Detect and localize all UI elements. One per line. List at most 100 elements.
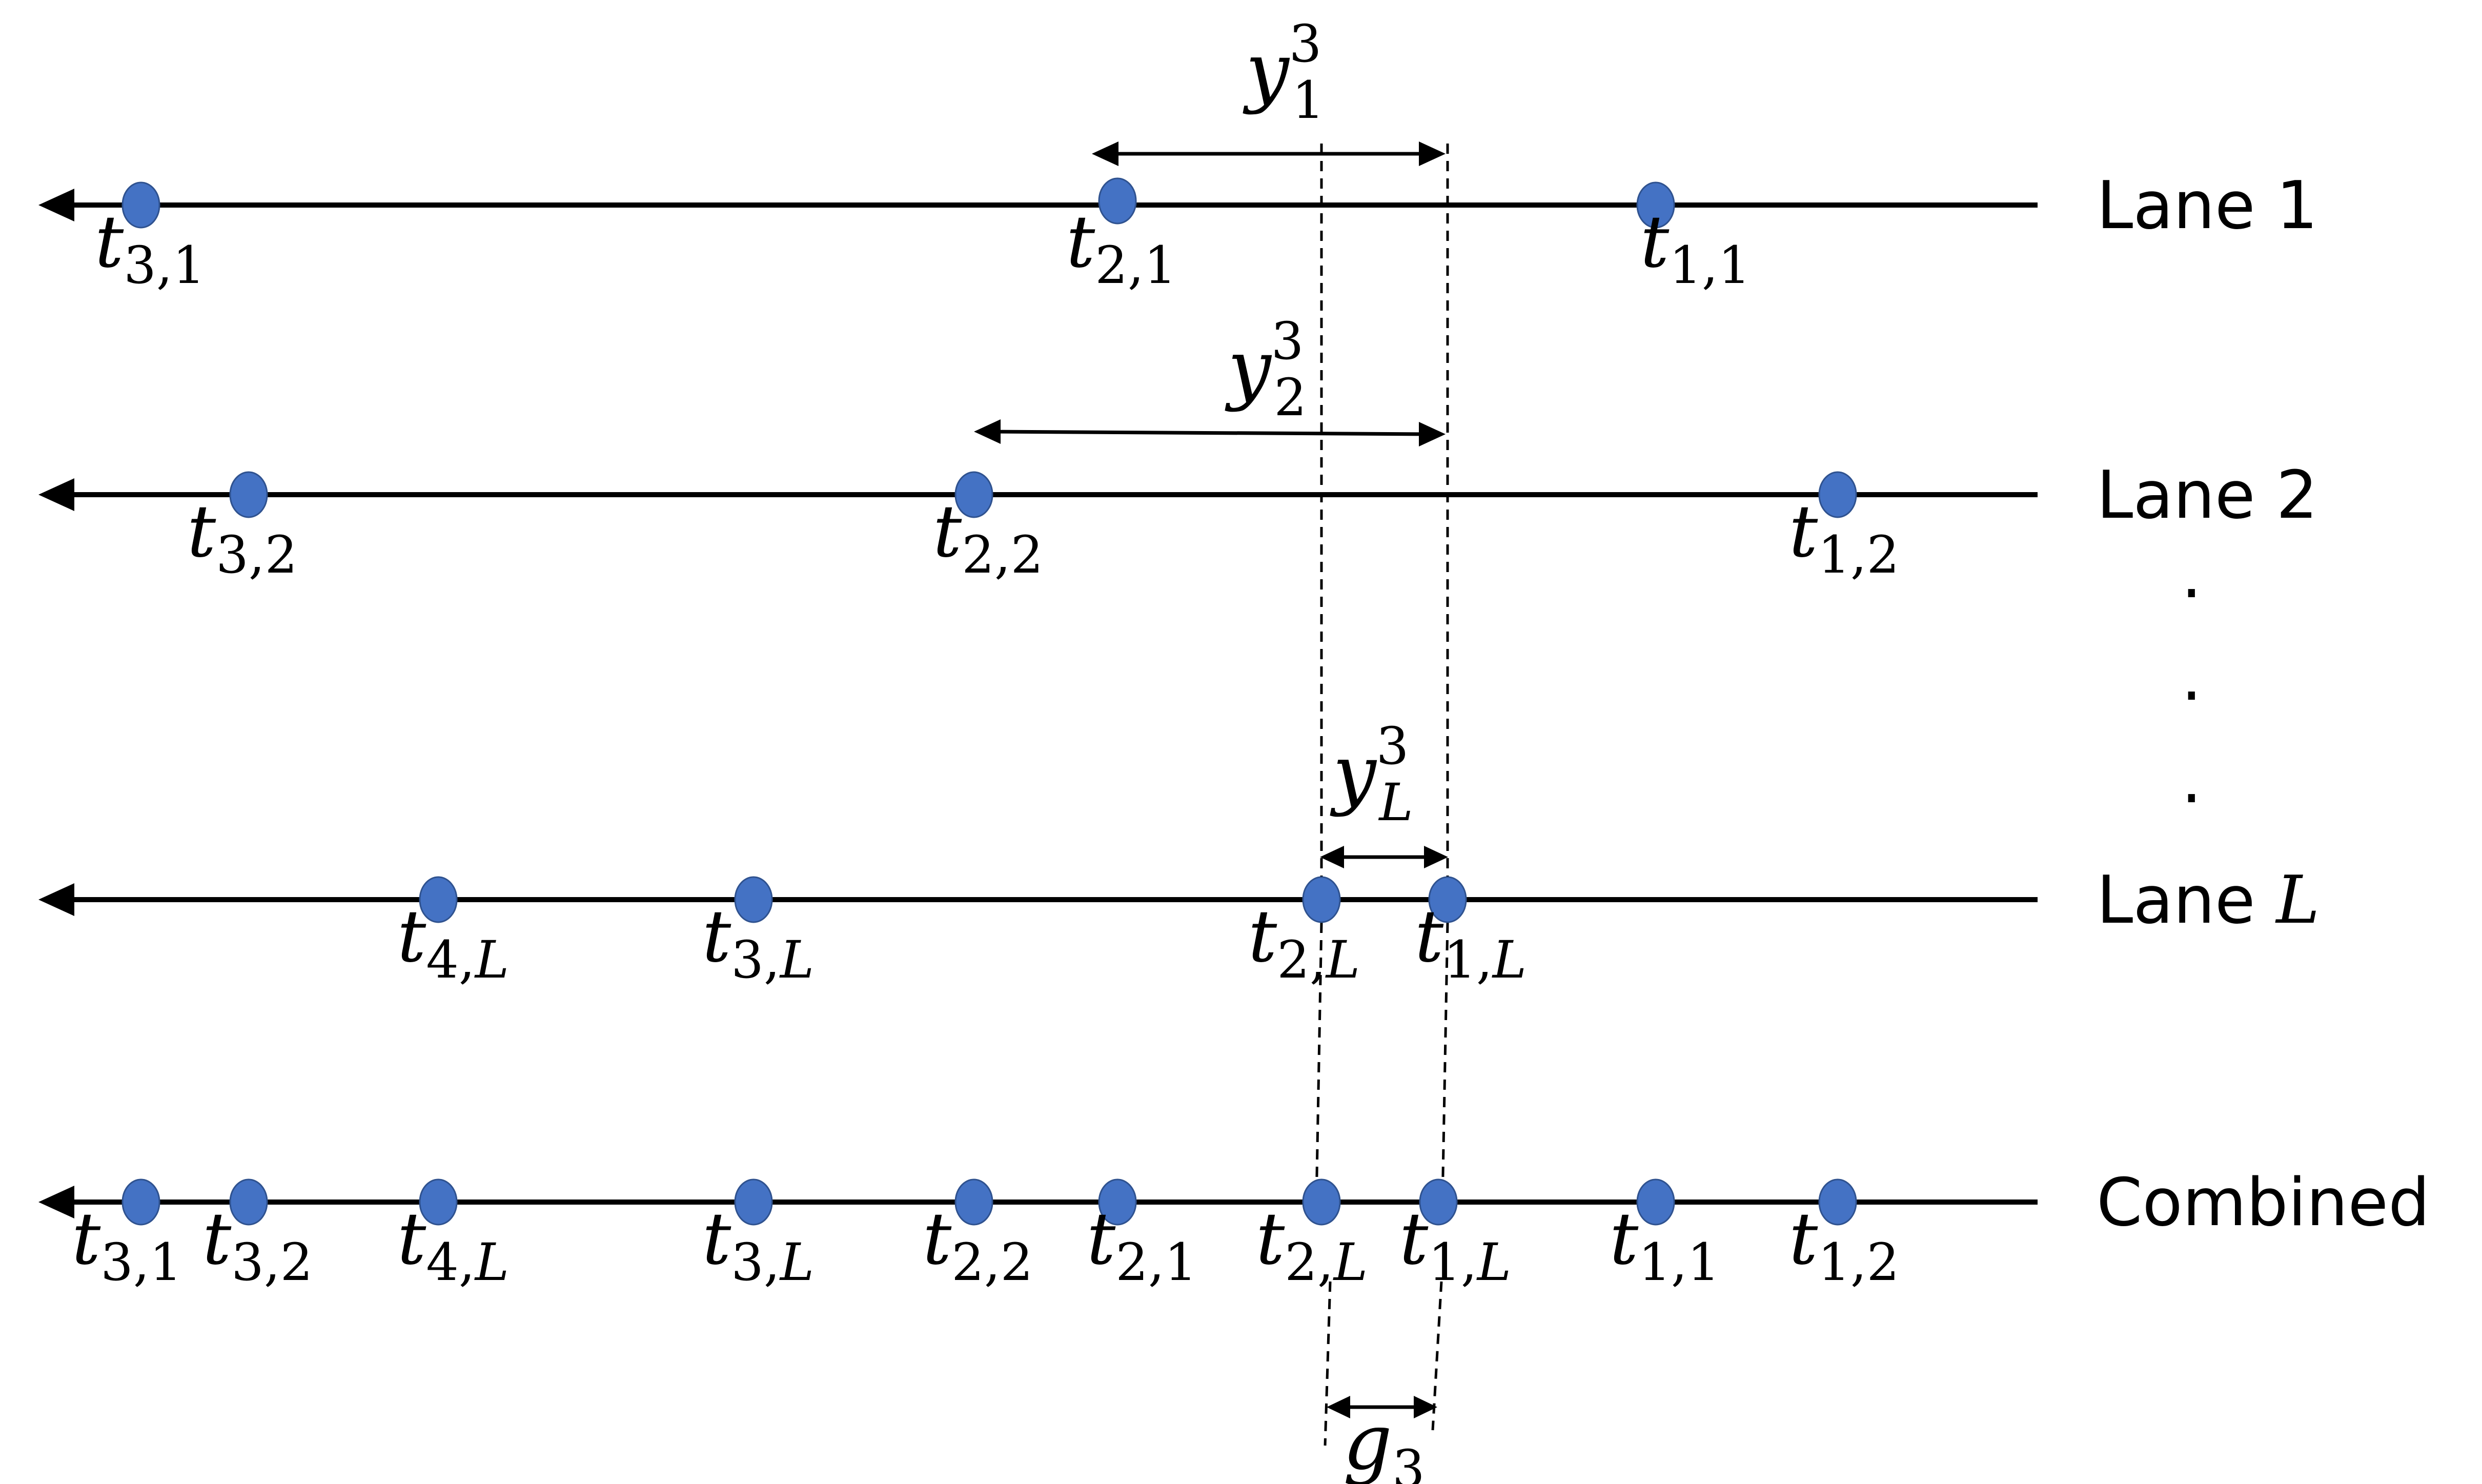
- label-subscript: 2,: [1277, 930, 1326, 990]
- label-base: t: [1789, 490, 1818, 574]
- gap-label-base: g: [1343, 1398, 1392, 1484]
- guide-line-t1L-combined: [1441, 922, 1449, 1203]
- lane-1-label: Lane 1: [2097, 168, 2318, 244]
- gap-label-base: y: [1225, 324, 1272, 413]
- label-subscript: 2,: [1285, 1232, 1333, 1292]
- label-subscript: 3,: [731, 1232, 780, 1292]
- lane-l-point-label: t1,L: [1415, 895, 1527, 990]
- lane-l-point: [734, 876, 773, 923]
- combined-point-label: t2,2: [923, 1197, 1033, 1292]
- lane-1-point: [1636, 181, 1675, 229]
- guide-line-g3-right: [1431, 1281, 1443, 1431]
- combined-point-label: t3,L: [702, 1197, 814, 1292]
- label-subscript: 1,2: [1818, 1232, 1899, 1292]
- lane-label-var: L: [2275, 862, 2320, 939]
- lane-labels: Lane 1 Lane 2 Lane L Combined: [2097, 168, 2430, 1241]
- lane-label-text: Lane 2: [2097, 457, 2318, 534]
- combined-point-label: t4,L: [397, 1197, 509, 1292]
- combined-point: [1818, 1178, 1857, 1226]
- ellipsis-dot: .: [2181, 639, 2202, 716]
- gap-label-subscript: 3: [1392, 1439, 1425, 1484]
- combined-label: Combined: [2097, 1165, 2430, 1241]
- label-subscript-var: L: [1492, 930, 1527, 990]
- label-base: t: [1399, 1197, 1429, 1281]
- label-subscript-var: L: [779, 930, 814, 990]
- label-subscript: 2,2: [962, 525, 1043, 585]
- gap-label-superscript: 3: [1271, 311, 1304, 371]
- lane-1-point-label: t2,1: [1066, 200, 1176, 295]
- lane-1-point-label: t3,1: [95, 200, 205, 295]
- label-base: t: [1789, 1197, 1818, 1281]
- guide-line-g3-left: [1324, 1281, 1332, 1446]
- label-subscript: 1,1: [1638, 1232, 1720, 1292]
- lane-l-point-label: t2,L: [1248, 895, 1360, 990]
- lane-label-text: Lane: [2097, 862, 2276, 939]
- gap-label-base: y: [1243, 27, 1290, 116]
- label-subscript: 1,: [1428, 1232, 1477, 1292]
- lane-1-point: [1098, 177, 1137, 225]
- lane-1-point-label: t1,1: [1640, 200, 1751, 295]
- label-base: t: [202, 1197, 232, 1281]
- label-subscript: 1,1: [1669, 235, 1751, 295]
- label-subscript: 3,2: [216, 525, 297, 585]
- label-subscript-var: L: [1476, 1232, 1511, 1292]
- label-base: t: [397, 1197, 426, 1281]
- gap-arrow-y1: [1092, 141, 1446, 166]
- lane-2-point-label: t1,2: [1789, 490, 1899, 585]
- gap-label-g3: g3: [1343, 1398, 1425, 1484]
- label-subscript: 2,1: [1115, 1232, 1197, 1292]
- label-base: t: [1610, 1197, 1639, 1281]
- combined-point-label: t1,2: [1789, 1197, 1899, 1292]
- label-subscript-var: L: [1333, 1232, 1368, 1292]
- label-subscript: 2,2: [951, 1232, 1033, 1292]
- lane-2-arrowhead: [38, 478, 74, 511]
- vertical-ellipsis: ...: [2181, 537, 2202, 818]
- label-subscript-var: L: [474, 1232, 509, 1292]
- lane-l-point: [1428, 876, 1467, 923]
- lane-axes: [38, 189, 2038, 1218]
- gap-label-superscript: 3: [1289, 14, 1322, 74]
- lane-l-point-label: t4,L: [397, 895, 509, 990]
- lane-l-point-label: t3,L: [702, 895, 814, 990]
- lane-l-point: [419, 876, 458, 923]
- label-base: t: [95, 200, 124, 284]
- label-base: t: [1248, 895, 1277, 979]
- combined-point: [1636, 1178, 1675, 1226]
- combined-point-label: t1,1: [1610, 1197, 1720, 1292]
- lane-2-point: [229, 471, 268, 518]
- lane-2-point-label: t2,2: [933, 490, 1043, 585]
- lane-l-arrowhead: [38, 883, 74, 916]
- label-subscript: 3,2: [231, 1232, 313, 1292]
- lane-l-label: Lane L: [2097, 862, 2320, 939]
- label-subscript: 2,1: [1095, 235, 1176, 295]
- gap-label-subscript: L: [1378, 773, 1413, 832]
- combined-arrowhead: [38, 1186, 74, 1218]
- combined-point-label: t2,L: [1256, 1197, 1368, 1292]
- lane-1-arrowhead: [38, 189, 74, 221]
- combined-point: [121, 1178, 160, 1226]
- label-subscript-var: L: [474, 930, 509, 990]
- label-subscript: 1,2: [1818, 525, 1899, 585]
- label-base: t: [923, 1197, 952, 1281]
- gap-label-superscript: 3: [1376, 716, 1409, 776]
- label-base: t: [397, 895, 426, 979]
- label-base: t: [72, 1197, 101, 1281]
- lane-l-point: [1302, 876, 1341, 923]
- combined-point-label: t3,2: [202, 1197, 313, 1292]
- guide-lines: [1315, 144, 1449, 1446]
- gap-arrow-g3: [1327, 1396, 1437, 1418]
- lane-label-text: Combined: [2097, 1165, 2430, 1241]
- gap-label-base: y: [1330, 729, 1377, 818]
- label-subscript: 4,: [426, 1232, 475, 1292]
- label-subscript: 3,1: [100, 1232, 182, 1292]
- gap-arrows: [974, 141, 1448, 1418]
- label-base: t: [1640, 200, 1670, 284]
- lane-2-point-label: t3,2: [187, 490, 297, 585]
- label-subscript-var: L: [779, 1232, 814, 1292]
- gap-label-subscript: 1: [1292, 70, 1325, 130]
